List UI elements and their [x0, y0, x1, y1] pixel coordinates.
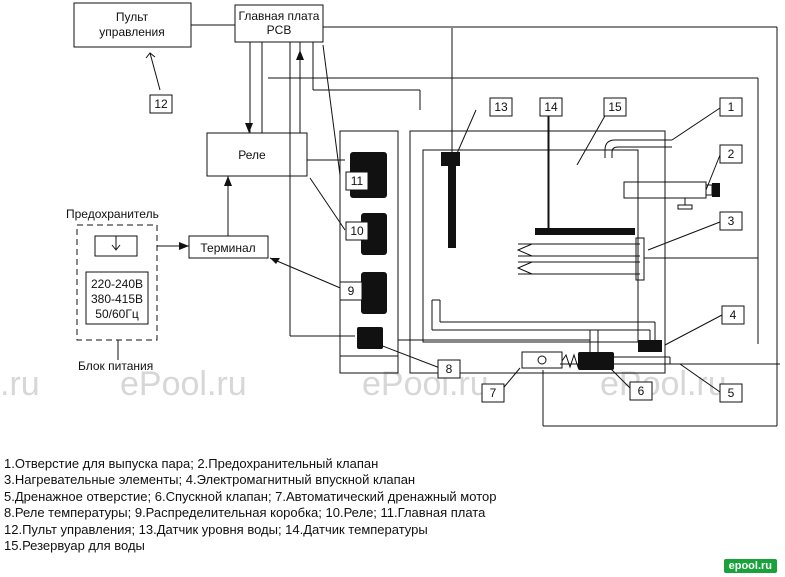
junction-box-component [361, 272, 387, 314]
legend-line: 12.Пульт управления; 13.Датчик уровня во… [4, 521, 428, 537]
voltage-label: 220-240В [91, 277, 143, 291]
callout-14-box [539, 97, 563, 117]
callout-13: 13 [494, 100, 508, 114]
arrowhead [296, 50, 304, 60]
callout-7: 7 [490, 386, 497, 400]
callout-4: 4 [730, 308, 737, 322]
power-unit-label: Блок питания [78, 359, 153, 373]
callout-10: 10 [350, 224, 364, 238]
callout-6: 6 [638, 384, 645, 398]
callout-4-box [721, 305, 745, 325]
callout-14: 14 [544, 100, 558, 114]
watermark: .ru [0, 365, 40, 403]
callout-5-box [719, 383, 743, 403]
arrowhead [245, 123, 253, 133]
callout-1: 1 [728, 100, 735, 114]
tank-outline [409, 130, 666, 374]
voltage-label: 50/60Гц [95, 307, 139, 321]
control-panel-label: Пульт [116, 10, 149, 24]
steam-generator-diagram: .ru ePool.ru ePool.ru ePool.ru [0, 2, 780, 427]
callout-8: 8 [446, 362, 453, 376]
relay-box [206, 132, 308, 177]
level-sensor-rod [448, 166, 456, 248]
callout-1-box [719, 97, 743, 117]
callout-15: 15 [608, 100, 622, 114]
callout-8-box [437, 359, 461, 379]
motor-rotor [537, 355, 547, 365]
callout-10-box [345, 221, 369, 241]
legend-line: 15.Резервуар для воды [4, 538, 145, 554]
callout-12: 12 [154, 97, 168, 111]
legend-line: 8.Реле температуры; 9.Распределительная … [4, 505, 486, 521]
legend: 1.Отверстие для выпуска пара; 2.Предохра… [4, 456, 704, 554]
voltage-box [85, 271, 149, 325]
watermark: ePool.ru [600, 365, 727, 403]
legend-line: 1.Отверстие для выпуска пара; 2.Предохра… [4, 456, 379, 471]
callout-9-box [339, 281, 363, 301]
fuse-label: Предохранитель [66, 207, 159, 221]
callout-11: 11 [351, 174, 364, 188]
arrowhead [224, 176, 232, 186]
drain-valve [578, 352, 614, 370]
safety-valve-knob [712, 183, 720, 197]
callout-9: 9 [348, 284, 355, 298]
arrowhead [270, 258, 280, 264]
main-board-label: PCB [267, 23, 292, 37]
water-reservoir [422, 149, 639, 343]
main-board-label: Главная плата [239, 9, 320, 23]
temperature-sensor-bar [535, 228, 635, 235]
watermarks: .ru ePool.ru ePool.ru ePool.ru [0, 365, 727, 403]
callout-7-box [481, 383, 505, 403]
callout-3-box [719, 211, 743, 231]
brand-logo: epool.ru [723, 559, 777, 573]
watermark: ePool.ru [120, 365, 247, 403]
callout-2-box [719, 144, 743, 164]
level-sensor-head [441, 152, 460, 166]
inlet-valve [638, 340, 662, 352]
main-board-box [234, 4, 324, 43]
control-panel-label: управления [99, 25, 164, 39]
watermark: ePool.ru [362, 365, 489, 403]
terminal-label: Терминал [200, 241, 255, 255]
callout-3: 3 [728, 214, 735, 228]
callout-5: 5 [728, 386, 735, 400]
relay-label: Реле [238, 148, 266, 162]
callout-6-box [629, 381, 653, 401]
temperature-relay-component [357, 327, 383, 349]
callout-11-box [345, 171, 369, 191]
callout-15-box [603, 97, 627, 117]
voltage-label: 380-415В [91, 292, 143, 306]
callout-2: 2 [728, 147, 735, 161]
arrowhead [179, 242, 189, 250]
legend-line: 3.Нагревательные элементы; 4.Электромагн… [4, 472, 416, 488]
callout-13-box [489, 97, 513, 117]
legend-line: 5.Дренажное отверстие; 6.Спускной клапан… [4, 488, 497, 504]
power-unit-box [76, 224, 158, 341]
callout-12-box [149, 94, 173, 114]
